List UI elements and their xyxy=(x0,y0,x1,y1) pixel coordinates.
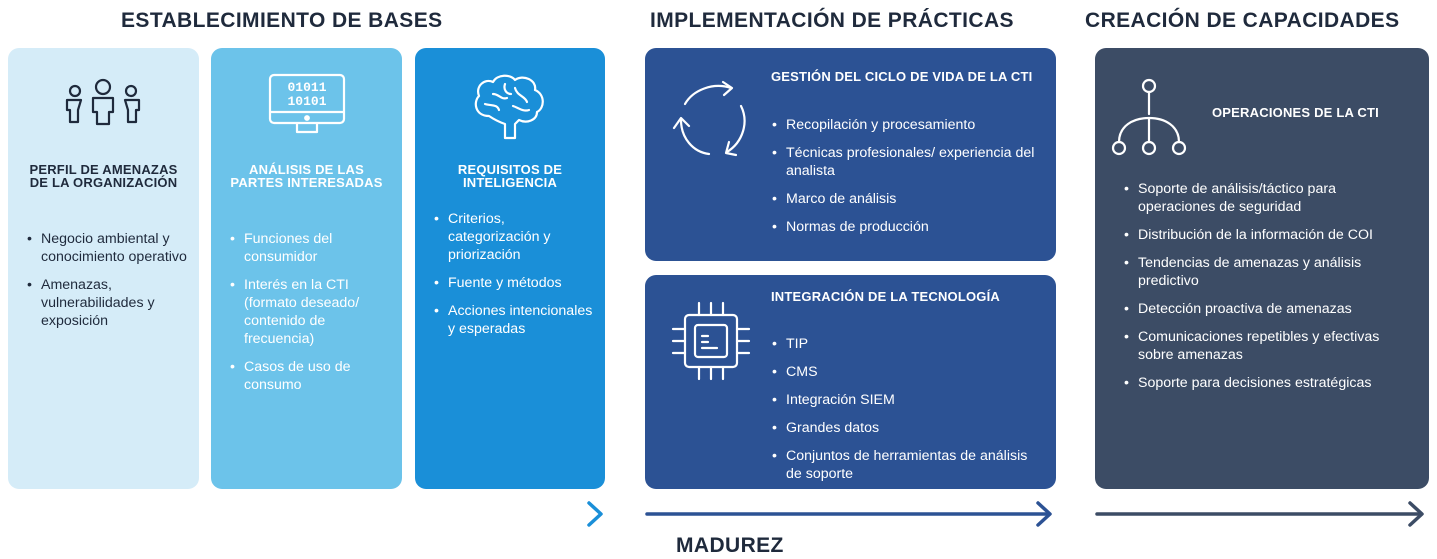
brain-icon xyxy=(474,74,544,140)
list-intel-requirements: Criterios, categorización y priorización… xyxy=(433,210,593,348)
maturity-arrow-capabilities xyxy=(1095,501,1424,527)
cycle-arrows-icon xyxy=(672,80,746,157)
card-stakeholder-analysis: 01011 10101 ANÁLISIS DE LAS PARTES INTER… xyxy=(211,48,402,489)
section-title-foundations: ESTABLECIMIENTO DE BASES xyxy=(121,9,443,32)
section-title-capabilities: CREACIÓN DE CAPACIDADES xyxy=(1085,9,1400,32)
list-item: Soporte para decisiones estratégicas xyxy=(1123,374,1413,392)
list-item: Marco de análisis xyxy=(771,190,1047,208)
card-tech-integration: INTEGRACIÓN DE LA TECNOLOGÍA TIP CMS Int… xyxy=(645,275,1056,489)
list-item: CMS xyxy=(771,363,1047,381)
card-title-org-threat-profile: PERFIL DE AMENAZAS DE LA ORGANIZACIÓN xyxy=(29,162,178,190)
binary-line-2: 10101 xyxy=(287,94,326,109)
card-title-tech-integration: INTEGRACIÓN DE LA TECNOLOGÍA xyxy=(771,289,1001,304)
maturity-arrow-practices xyxy=(645,501,1052,527)
binary-line-1: 01011 xyxy=(287,80,326,95)
list-item: Recopilación y procesamiento xyxy=(771,116,1047,134)
list-item: Fuente y métodos xyxy=(433,274,593,292)
list-item: Interés en la CTI (formato deseado/ cont… xyxy=(229,276,394,348)
list-item: Conjuntos de herramientas de análisis de… xyxy=(771,447,1047,483)
list-item: Grandes datos xyxy=(771,419,1047,437)
list-cti-operations: Soporte de análisis/táctico para operaci… xyxy=(1123,180,1413,402)
list-item: Casos de uso de consumo xyxy=(229,358,394,394)
list-item: Integración SIEM xyxy=(771,391,1047,409)
binary-monitor-icon: 01011 10101 xyxy=(268,73,346,134)
list-stakeholder-analysis: Funciones del consumidor Interés en la C… xyxy=(229,230,394,404)
list-item: Soporte de análisis/táctico para operaci… xyxy=(1123,180,1413,216)
card-intel-requirements: REQUISITOS DE INTELIGENCIA Criterios, ca… xyxy=(415,48,605,489)
card-title-cti-operations: OPERACIONES DE LA CTI xyxy=(1212,105,1379,120)
list-item: Detección proactiva de amenazas xyxy=(1123,300,1413,318)
list-item: Normas de producción xyxy=(771,218,1047,236)
card-title-cti-lifecycle: GESTIÓN DEL CICLO DE VIDA DE LA CTI xyxy=(771,69,1033,84)
card-org-threat-profile: PERFIL DE AMENAZAS DE LA ORGANIZACIÓN Ne… xyxy=(8,48,199,489)
people-group-icon xyxy=(65,78,141,126)
list-org-threat-profile: Negocio ambiental y conocimiento operati… xyxy=(26,230,191,340)
list-item: Amenazas, vulnerabilidades y exposición xyxy=(26,276,191,330)
card-title-intel-requirements: REQUISITOS DE INTELIGENCIA xyxy=(457,162,563,190)
card-cti-lifecycle: GESTIÓN DEL CICLO DE VIDA DE LA CTI Reco… xyxy=(645,48,1056,261)
list-item: Acciones intencionales y esperadas xyxy=(433,302,593,338)
list-item: Tendencias de amenazas y análisis predic… xyxy=(1123,254,1413,290)
list-item: TIP xyxy=(771,335,1047,353)
chip-icon xyxy=(671,301,751,381)
list-item: Técnicas profesionales/ experiencia del … xyxy=(771,144,1047,180)
hierarchy-icon xyxy=(1111,78,1187,156)
list-tech-integration: TIP CMS Integración SIEM Grandes datos C… xyxy=(771,335,1047,493)
list-item: Distribución de la información de COI xyxy=(1123,226,1413,244)
maturity-label: MADUREZ xyxy=(676,534,784,557)
list-item: Criterios, categorización y priorización xyxy=(433,210,593,264)
list-cti-lifecycle: Recopilación y procesamiento Técnicas pr… xyxy=(771,116,1047,246)
maturity-arrow-foundations xyxy=(6,501,603,527)
card-cti-operations: OPERACIONES DE LA CTI Soporte de análisi… xyxy=(1095,48,1429,489)
list-item: Funciones del consumidor xyxy=(229,230,394,266)
section-title-practices: IMPLEMENTACIÓN DE PRÁCTICAS xyxy=(650,9,1014,32)
list-item: Comunicaciones repetibles y efectivas so… xyxy=(1123,328,1413,364)
card-title-stakeholder-analysis: ANÁLISIS DE LAS PARTES INTERESADAS xyxy=(230,162,383,190)
list-item: Negocio ambiental y conocimiento operati… xyxy=(26,230,191,266)
